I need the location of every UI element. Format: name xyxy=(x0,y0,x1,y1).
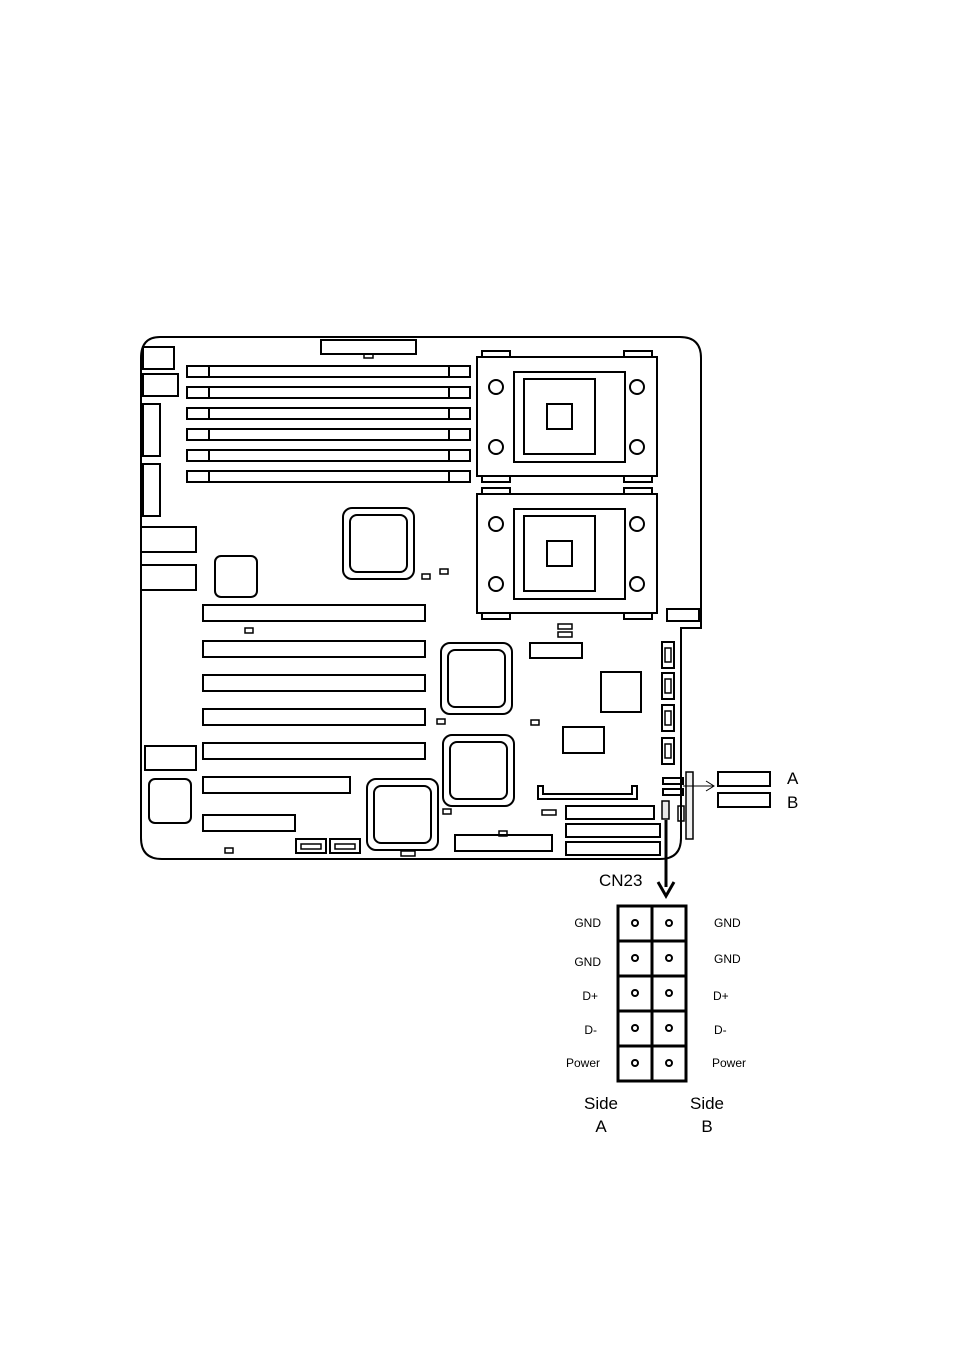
cpu-socket-1 xyxy=(477,351,657,482)
pin-a5-label: Power xyxy=(566,1056,600,1070)
side-a-label-line1: Side xyxy=(584,1094,618,1113)
usb-port-header xyxy=(663,772,770,807)
pin-a3-label: D+ xyxy=(582,989,598,1003)
pin-b4-label: D- xyxy=(714,1023,727,1037)
pin-b3-label: D+ xyxy=(713,989,729,1003)
memory-slots xyxy=(187,366,470,482)
pin-b1-label: GND xyxy=(714,916,741,930)
side-b-label-line2: B xyxy=(701,1117,712,1136)
port-b-label: B xyxy=(787,793,798,812)
pin-b5-label: Power xyxy=(712,1056,746,1070)
side-a-label-line2: A xyxy=(595,1117,607,1136)
connector-name: CN23 xyxy=(599,871,642,890)
top-connector xyxy=(321,340,416,358)
cpu-socket-2 xyxy=(477,488,657,619)
side-b-label-line1: Side xyxy=(690,1094,724,1113)
pin-a4-label: D- xyxy=(584,1023,597,1037)
pin-a2-label: GND xyxy=(574,955,601,969)
pin-b2-label: GND xyxy=(714,952,741,966)
port-a-label: A xyxy=(787,769,799,788)
pin-a1-label: GND xyxy=(574,916,601,930)
expansion-slots xyxy=(203,605,582,831)
bottom-connectors xyxy=(296,786,660,855)
cn23-pin-header xyxy=(618,906,686,1081)
